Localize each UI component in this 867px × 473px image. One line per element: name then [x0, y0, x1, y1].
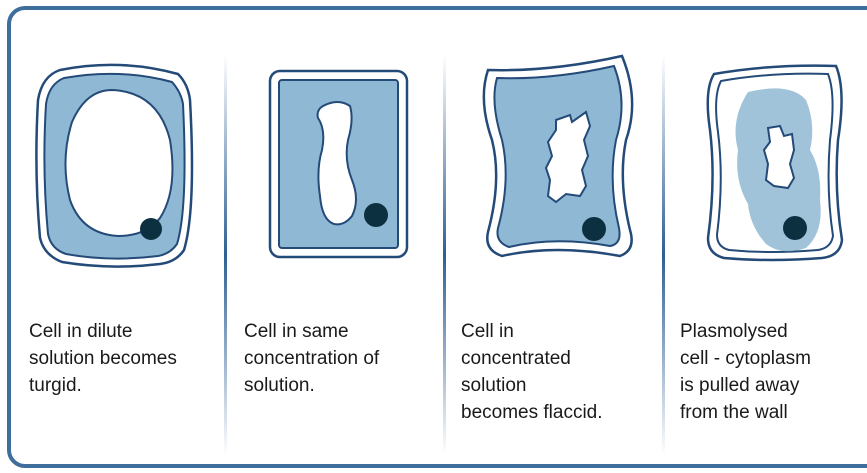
- divider-1: [224, 55, 227, 455]
- nucleus: [140, 218, 162, 240]
- vacuole: [65, 90, 172, 236]
- caption-line: cell - cytoplasm: [680, 345, 811, 372]
- nucleus: [582, 217, 606, 241]
- caption-line: is pulled away: [680, 372, 811, 399]
- flaccid-cell: [484, 56, 632, 256]
- turgid-cell: [36, 65, 192, 267]
- plasmolysed-cell: [708, 66, 842, 260]
- caption-line: Plasmolysed: [680, 318, 811, 345]
- normal-cell: [270, 71, 407, 257]
- caption-line: concentrated: [461, 345, 603, 372]
- caption-line: from the wall: [680, 399, 811, 426]
- caption-flaccid: Cell in concentrated solution becomes fl…: [461, 318, 603, 426]
- divider-3: [662, 55, 665, 455]
- nucleus: [783, 216, 807, 240]
- caption-line: Cell in dilute: [29, 318, 177, 345]
- caption-line: becomes flaccid.: [461, 399, 603, 426]
- vacuole: [764, 126, 794, 188]
- caption-line: concentration of: [244, 345, 379, 372]
- caption-turgid: Cell in dilute solution becomes turgid.: [29, 318, 177, 399]
- caption-line: Cell in: [461, 318, 603, 345]
- caption-same-concentration: Cell in same concentration of solution.: [244, 318, 379, 399]
- caption-line: solution.: [244, 372, 379, 399]
- caption-line: Cell in same: [244, 318, 379, 345]
- nucleus: [364, 203, 388, 227]
- caption-plasmolysed: Plasmolysed cell - cytoplasm is pulled a…: [680, 318, 811, 426]
- caption-line: solution becomes: [29, 345, 177, 372]
- caption-line: turgid.: [29, 372, 177, 399]
- caption-line: solution: [461, 372, 603, 399]
- divider-2: [443, 55, 446, 455]
